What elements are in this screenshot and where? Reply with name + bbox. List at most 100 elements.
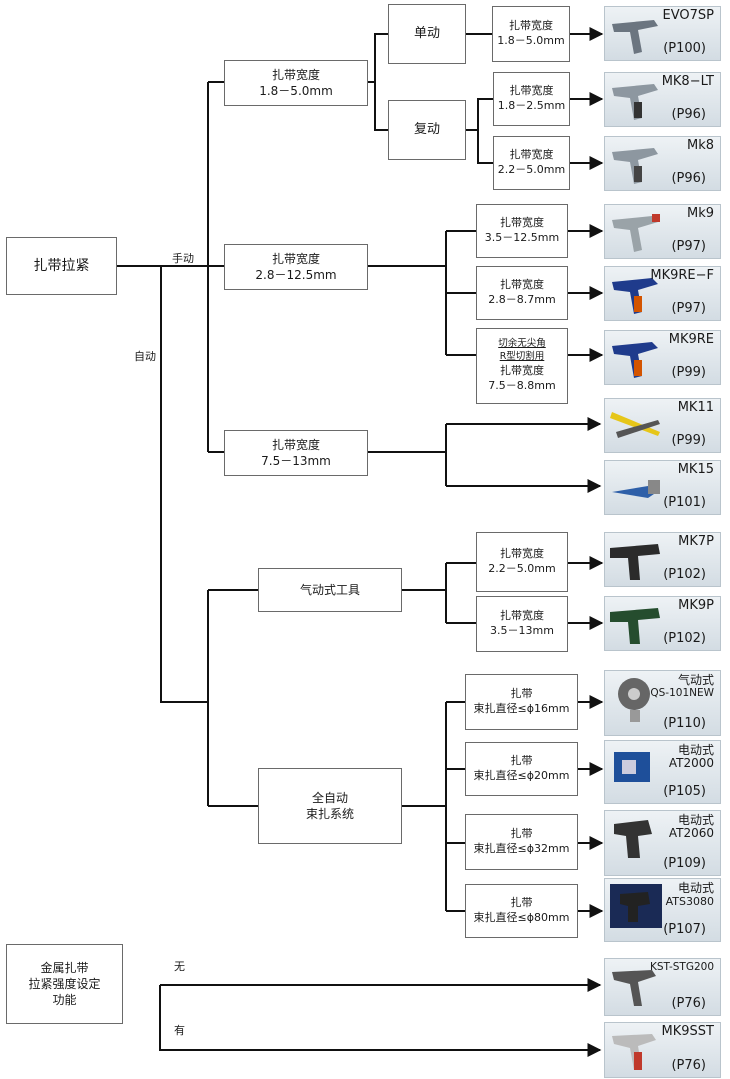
box-line: 扎带宽度 (271, 67, 320, 82)
product-card-mk8[interactable]: Mk8 (P96) (604, 136, 721, 191)
product-card-mk9p[interactable]: MK9P (P102) (604, 596, 721, 651)
product-card-evo7sp[interactable]: EVO7SP (P100) (604, 6, 721, 61)
box-line: 扎带 (510, 687, 533, 701)
tool-shape (612, 20, 658, 54)
box-line: 3.5－12.5mm (484, 231, 560, 244)
product-card-at2060[interactable]: 电动式 AT2060 (P109) (604, 810, 721, 876)
width-box-mk9ref: 扎带宽度 2.8－8.7mm (476, 266, 568, 320)
product-type: 气动式 (677, 673, 714, 687)
tool-gun-icon (612, 970, 656, 1006)
product-model: AT2000 (668, 756, 714, 771)
tool-shape (612, 970, 656, 1006)
box-line: 2.2－5.0mm (497, 163, 566, 176)
box-line: 扎带宽度 (509, 84, 554, 98)
diameter-box-16: 扎带 束扎直径≤ϕ16mm (465, 674, 578, 730)
box-line: 1.8－5.0mm (497, 34, 565, 47)
product-name: MK9RE−F (650, 268, 714, 283)
tool-grip (634, 360, 642, 376)
box-line: 束扎直径≤ϕ80mm (473, 911, 570, 924)
tool-shape (610, 608, 660, 644)
tool-shape (610, 412, 660, 436)
product-card-mk9re[interactable]: MK9RE (P99) (604, 330, 721, 385)
double-action-box: 复动 (388, 100, 466, 160)
tool-grip (634, 102, 642, 118)
product-page: (P107) (663, 922, 706, 937)
product-page: (P99) (671, 433, 706, 448)
plier-icon (612, 480, 660, 498)
product-page: (P109) (663, 856, 706, 871)
box-line: 金属扎带 (40, 960, 89, 975)
product-card-mk9sst[interactable]: MK9SST (P76) (604, 1022, 721, 1078)
product-card-mk15[interactable]: MK15 (P101) (604, 460, 721, 515)
product-card-at2000[interactable]: 电动式 AT2000 (P105) (604, 740, 721, 804)
full-auto-box: 全自动 束扎系统 (258, 768, 402, 844)
manual-label: 手动 (172, 252, 194, 265)
product-card-ats3080[interactable]: 电动式 ATS3080 (P107) (604, 878, 721, 942)
box-line: R型切割用 (499, 351, 545, 363)
width-box-evo: 扎带宽度 1.8－5.0mm (492, 6, 570, 62)
product-name: MK15 (677, 462, 714, 477)
product-page: (P102) (663, 567, 706, 582)
width-1-8-box: 扎带宽度 1.8－5.0mm (224, 60, 368, 106)
product-card-kststg200[interactable]: KST-STG200 (P76) (604, 958, 721, 1016)
tool-shape (610, 544, 660, 580)
product-name: Mk9 (686, 206, 714, 221)
width-2-8-box: 扎带宽度 2.8－12.5mm (224, 244, 368, 290)
box-line: 扎带宽度 (509, 148, 554, 162)
root-box: 扎带拉紧 (6, 237, 117, 295)
product-name: 电动式 ATS3080 (666, 881, 714, 910)
tool-gun-icon (612, 148, 658, 184)
product-card-qs101new[interactable]: 气动式 QS-101NEW (P110) (604, 670, 721, 736)
diameter-box-20: 扎带 束扎直径≤ϕ20mm (465, 742, 578, 796)
product-page: (P76) (671, 996, 706, 1011)
box-line: 束扎系统 (305, 807, 354, 821)
box-line: 1.8－5.0mm (259, 84, 333, 98)
box-line: 3.5－13mm (490, 624, 554, 637)
product-page: (P97) (671, 239, 706, 254)
product-card-mk7p[interactable]: MK7P (P102) (604, 532, 721, 587)
product-card-mk9[interactable]: Mk9 (P97) (604, 204, 721, 259)
product-card-mk9ref[interactable]: MK9RE−F (P97) (604, 266, 721, 321)
box-line: 束扎直径≤ϕ32mm (473, 842, 570, 855)
product-type: 电动式 (677, 813, 714, 827)
tool-shape (614, 820, 652, 858)
box-line: 单动 (413, 26, 440, 42)
product-name: KST-STG200 (649, 961, 714, 973)
reel-machine-icon (618, 678, 650, 722)
product-page: (P96) (671, 107, 706, 122)
width-box-mk8lt: 扎带宽度 1.8－2.5mm (493, 72, 570, 126)
box-line: 扎带宽度 (500, 278, 544, 292)
product-name: MK9RE (668, 332, 714, 347)
tool-gun-icon (612, 342, 658, 378)
box-line: 7.5－13mm (261, 454, 331, 468)
product-name: MK7P (678, 534, 714, 549)
width-box-mk9: 扎带宽度 3.5－12.5mm (476, 204, 568, 258)
box-line: 扎带宽度 (500, 216, 544, 230)
product-page: (P97) (671, 301, 706, 316)
product-model: QS-101NEW (650, 687, 714, 700)
box-line: 扎带宽度 (500, 609, 544, 623)
product-model: AT2060 (668, 826, 714, 841)
root-label: 扎带拉紧 (33, 257, 90, 274)
tool-panel (622, 760, 636, 774)
tool-shape (620, 892, 650, 922)
product-name: 气动式 QS-101NEW (650, 673, 714, 699)
pneumatic-box: 气动式工具 (258, 568, 402, 612)
box-line: 扎带宽度 (271, 437, 320, 452)
box-line: 束扎直径≤ϕ20mm (473, 769, 570, 782)
box-line: 拉紧强度设定 (28, 976, 101, 991)
product-page: (P110) (663, 716, 706, 731)
product-page: (P100) (663, 41, 706, 56)
product-type: 电动式 (677, 743, 714, 757)
tool-shape (616, 420, 660, 438)
product-card-mk11[interactable]: MK11 (P99) (604, 398, 721, 453)
tool-gun-icon (612, 278, 658, 314)
box-line: 束扎直径≤ϕ16mm (473, 702, 570, 715)
product-model: ATS3080 (665, 895, 714, 909)
tool-base (630, 710, 640, 722)
box-line: 2.8－8.7mm (488, 293, 556, 306)
yes-label: 有 (174, 1024, 185, 1037)
product-card-mk8lt[interactable]: MK8−LT (P96) (604, 72, 721, 127)
tool-shape (612, 216, 658, 252)
